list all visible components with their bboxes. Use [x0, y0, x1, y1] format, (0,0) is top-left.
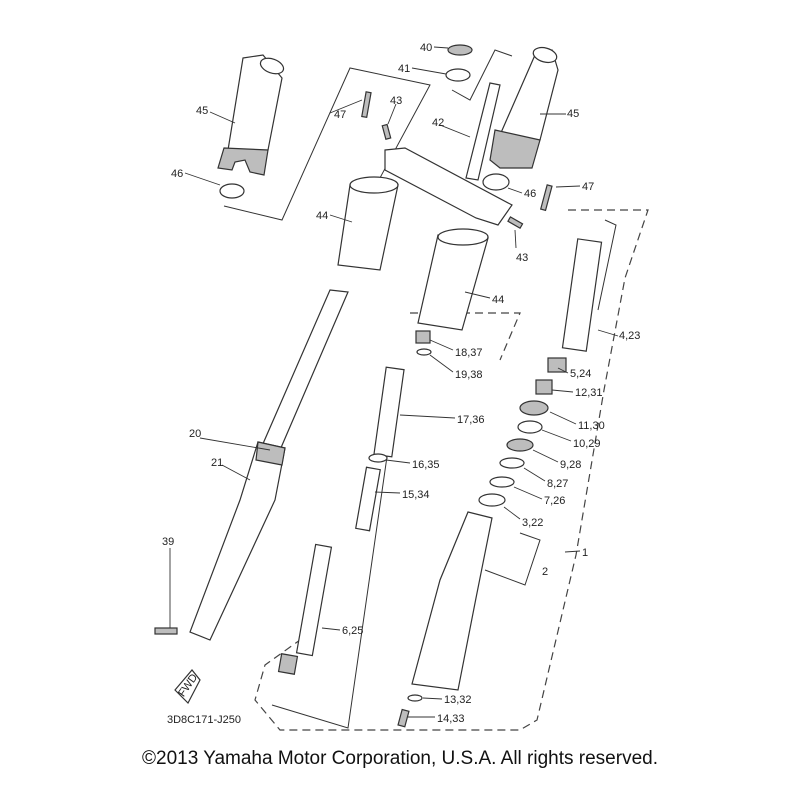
- bolt-47-left: [361, 91, 372, 119]
- callout-43-bottom: 43: [516, 252, 528, 264]
- callout-5-24: 5,24: [570, 368, 591, 380]
- ring-46-left: [219, 183, 245, 199]
- callout-11-30: 11,30: [578, 420, 605, 432]
- callout-19-38: 19,38: [455, 369, 483, 381]
- under-bracket: [384, 147, 513, 226]
- group-bracket-left: [223, 67, 431, 221]
- callout-4-23: 4,23: [619, 330, 640, 342]
- nut-40: [447, 44, 473, 56]
- callout-15-34: 15,34: [402, 489, 430, 501]
- drain-bolt-14-33: [397, 708, 410, 728]
- washer-7-26: [489, 476, 515, 488]
- callout-6-25: 6,25: [342, 625, 363, 637]
- outer-tube-2: [411, 511, 493, 691]
- spring-15-34: [355, 466, 381, 532]
- oring-19-38: [416, 348, 432, 356]
- callout-12-31: 12,31: [575, 387, 603, 399]
- bushing-12-31: [535, 379, 553, 395]
- leader-lines: [169, 46, 619, 718]
- fork-cover-right: [489, 46, 559, 169]
- ring-46-right: [482, 173, 510, 191]
- callout-45-right: 45: [567, 108, 579, 120]
- spacer-17-36: [373, 366, 405, 458]
- tube-44-mid: [417, 234, 489, 331]
- callout-47-left: 47: [334, 109, 346, 121]
- callout-41: 41: [398, 63, 410, 75]
- callout-13-32: 13,32: [444, 694, 472, 706]
- callout-44-mid: 44: [492, 294, 504, 306]
- callout-39: 39: [162, 536, 174, 548]
- steering-stem-42: [465, 82, 501, 181]
- bolt-18-37: [415, 330, 431, 344]
- callout-17-36: 17,36: [457, 414, 485, 426]
- washer-16-35: [368, 453, 388, 463]
- inner-tube-20: [261, 289, 349, 451]
- group-bracket-stem: [451, 49, 513, 101]
- callout-45-left: 45: [196, 105, 208, 117]
- callout-3-22: 3,22: [522, 517, 543, 529]
- callout-9-28: 9,28: [560, 459, 581, 471]
- bushing-3-22: [478, 493, 506, 507]
- callout-43-top: 43: [390, 95, 402, 107]
- bushing-5-24: [547, 357, 567, 373]
- inner-tube-bracket: [597, 219, 617, 311]
- copyright-notice: ©2013 Yamaha Motor Corporation, U.S.A. A…: [142, 748, 658, 769]
- callout-10-29: 10,29: [573, 438, 601, 450]
- outer-tube-21: [189, 441, 286, 641]
- assembly-1-boundary: [254, 209, 649, 731]
- callout-2: 2: [542, 566, 548, 578]
- washer-13-32: [407, 694, 423, 702]
- callout-44-left: 44: [316, 210, 328, 222]
- clip-10-29: [517, 420, 543, 434]
- callout-20: 20: [189, 428, 201, 440]
- damper-rod-6-25: [295, 543, 333, 657]
- callout-7-26: 7,26: [544, 495, 565, 507]
- callout-14-33: 14,33: [437, 713, 465, 725]
- washer-41: [445, 68, 471, 82]
- damper-bracket: [271, 379, 399, 729]
- fork-cover-left: [217, 54, 285, 176]
- spring-small: [277, 653, 299, 675]
- bolt-47-right: [539, 184, 553, 212]
- seal-11-30: [519, 400, 549, 416]
- figure-code: 3D8C171-J250: [167, 714, 241, 726]
- washer-8-27: [499, 457, 525, 469]
- inner-kit-boundary: [410, 312, 521, 361]
- callout-18-37: 18,37: [455, 347, 483, 359]
- callout-47-right: 47: [582, 181, 594, 193]
- seal-9-28: [506, 438, 534, 452]
- callout-40: 40: [420, 42, 432, 54]
- callout-1: 1: [582, 547, 588, 559]
- inner-tube-4-23: [561, 238, 603, 352]
- axle-bolt-39: [154, 627, 178, 635]
- callout-21: 21: [211, 457, 223, 469]
- outer-tube-bracket: [484, 532, 541, 586]
- callout-46-right: 46: [524, 188, 536, 200]
- callout-16-35: 16,35: [412, 459, 440, 471]
- callout-42: 42: [432, 117, 444, 129]
- bolt-43-top: [381, 123, 392, 141]
- tube-44-left: [337, 184, 399, 271]
- bolt-43-bottom: [507, 216, 524, 230]
- callout-8-27: 8,27: [547, 478, 568, 490]
- fwd-indicator: FWD: [174, 669, 201, 705]
- callout-46-left: 46: [171, 168, 183, 180]
